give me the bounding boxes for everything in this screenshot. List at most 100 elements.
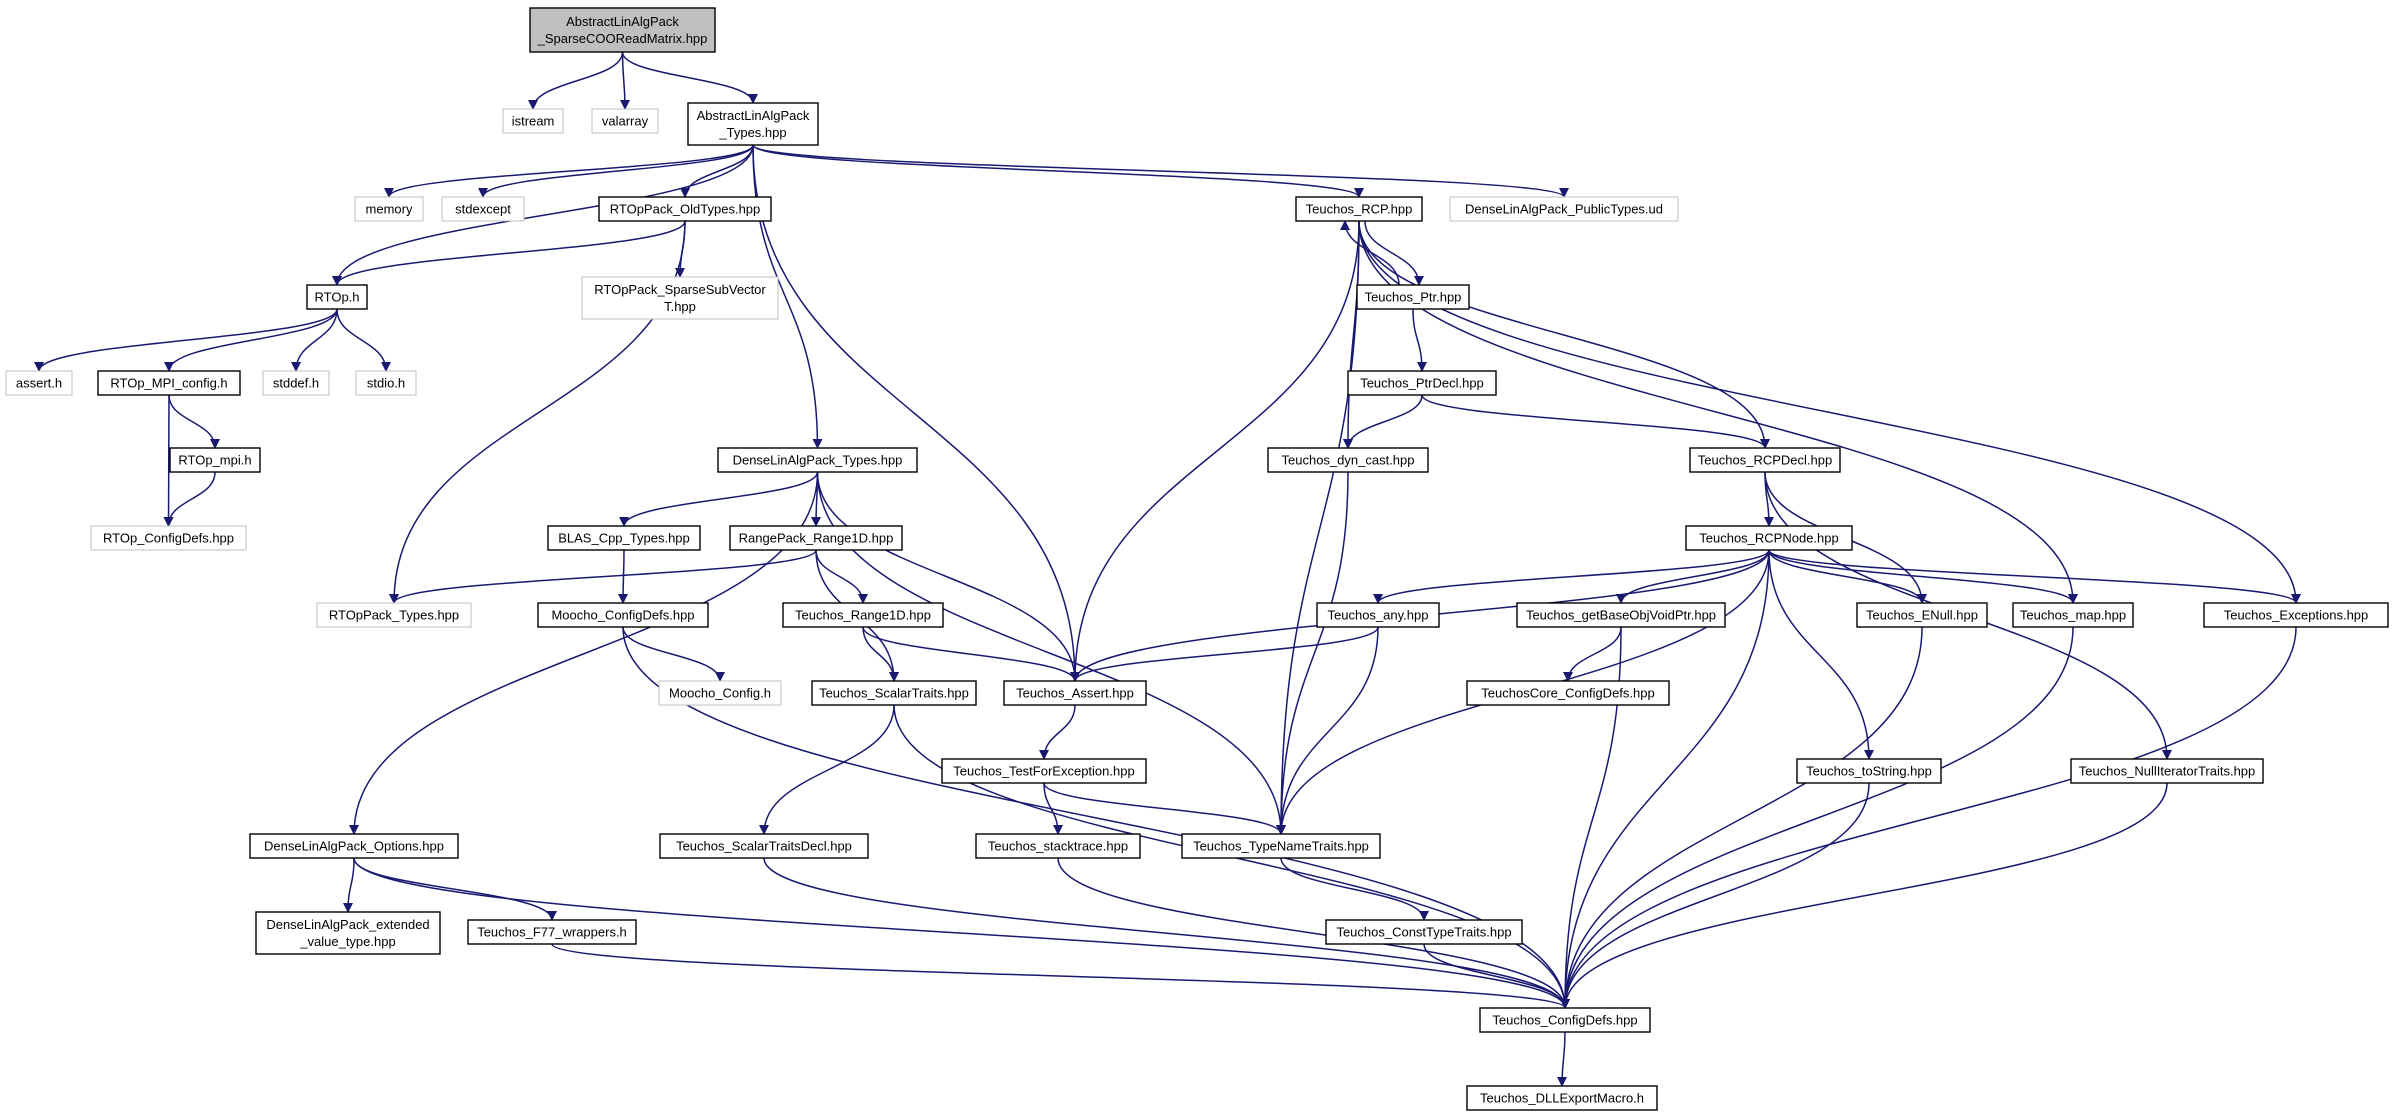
node-dlap_types[interactable]: DenseLinAlgPack_Types.hpp	[717, 447, 918, 473]
node-teuchos_any[interactable]: Teuchos_any.hpp	[1316, 602, 1440, 628]
node-teuchos_typenametraits[interactable]: Teuchos_TypeNameTraits.hpp	[1181, 833, 1381, 859]
node-rtoppack_types[interactable]: RTOpPack_Types.hpp	[316, 602, 472, 628]
node-moocho_configdefs[interactable]: Moocho_ConfigDefs.hpp	[537, 602, 709, 628]
node-rtoppack_oldtypes[interactable]: RTOpPack_OldTypes.hpp	[598, 196, 772, 222]
node-dlap_extended[interactable]: DenseLinAlgPack_extended_value_type.hpp	[255, 911, 441, 955]
node-box	[598, 196, 772, 222]
node-box	[658, 680, 782, 706]
edge-teuchos_rcpnode-to-teuchos_exceptions	[1768, 549, 2301, 604]
node-label: AbstractLinAlgPack	[697, 108, 810, 123]
node-label: Teuchos_ConstTypeTraits.hpp	[1336, 925, 1511, 940]
node-label: valarray	[602, 114, 649, 129]
edge-teuchos_rcpnode-to-teuchos_any	[1373, 549, 1770, 604]
node-rangepack_range1d[interactable]: RangePack_Range1D.hpp	[729, 525, 903, 551]
node-teuchos_ptrdecl[interactable]: Teuchos_PtrDecl.hpp	[1347, 370, 1497, 396]
node-box	[316, 602, 472, 628]
edge-teuchos_rcp-to-teuchos_ptr	[1364, 220, 1424, 286]
edge-teuchos_range1d-to-teuchos_assert	[862, 626, 1080, 682]
node-box	[1003, 680, 1147, 706]
node-teuchos_testforexception[interactable]: Teuchos_TestForException.hpp	[941, 758, 1147, 784]
node-label: Teuchos_ScalarTraitsDecl.hpp	[676, 839, 852, 854]
edge-teuchos_tostring-to-teuchos_configdefs	[1560, 782, 1870, 1009]
node-teuchos_nulliterator[interactable]: Teuchos_NullIteratorTraits.hpp	[2070, 758, 2264, 784]
node-label: Teuchos_RCPNode.hpp	[1699, 531, 1838, 546]
edge-teuchos_nulliterator-to-teuchos_configdefs	[1560, 782, 2168, 1009]
edge-dlap_types-to-blas_cpp_types	[619, 471, 819, 527]
node-teuchoscore_configdefs[interactable]: TeuchosCore_ConfigDefs.hpp	[1466, 680, 1670, 706]
node-assert_h[interactable]: assert.h	[5, 370, 73, 396]
edge-teuchos_exceptions-to-teuchos_configdefs	[1560, 626, 2297, 1009]
node-label: stdio.h	[367, 376, 405, 391]
node-teuchos_scalartraits[interactable]: Teuchos_ScalarTraits.hpp	[811, 680, 977, 706]
node-box	[811, 680, 977, 706]
node-teuchos_rcpnode[interactable]: Teuchos_RCPNode.hpp	[1685, 525, 1853, 551]
node-blas_cpp_types[interactable]: BLAS_Cpp_Types.hpp	[547, 525, 701, 551]
node-box	[354, 196, 424, 222]
node-teuchos_stacktrace[interactable]: Teuchos_stacktrace.hpp	[975, 833, 1141, 859]
node-box	[717, 447, 918, 473]
edge-alap_types-to-rtop_h	[332, 144, 754, 286]
node-teuchos_map[interactable]: Teuchos_map.hpp	[2012, 602, 2134, 628]
edge-teuchos_dyncast-to-teuchos_typenametraits	[1276, 471, 1349, 835]
node-rtop_mpi_config[interactable]: RTOp_MPI_config.h	[97, 370, 241, 396]
edge-alap_types-to-teuchos_assert	[752, 144, 1080, 682]
node-dlap_options[interactable]: DenseLinAlgPack_Options.hpp	[249, 833, 459, 859]
node-label: Teuchos_ScalarTraits.hpp	[819, 686, 969, 701]
edge-rangepack_range1d-to-rtoppack_types	[389, 549, 817, 604]
edge-teuchos_assert-to-teuchos_testforexception	[1039, 704, 1076, 760]
node-label: DenseLinAlgPack_extended	[266, 917, 429, 932]
node-alap_types[interactable]: AbstractLinAlgPack_Types.hpp	[687, 102, 819, 146]
edge-alap_types-to-teuchos_rcp	[752, 144, 1364, 198]
edge-root-to-istream	[528, 51, 624, 110]
node-stdexcept[interactable]: stdexcept	[441, 196, 525, 222]
node-rtop_configdefs[interactable]: RTOp_ConfigDefs.hpp	[90, 525, 247, 551]
edge-teuchos_any-to-teuchos_assert	[1070, 626, 1379, 682]
node-label: Teuchos_ConfigDefs.hpp	[1492, 1013, 1637, 1028]
node-valarray[interactable]: valarray	[591, 108, 659, 134]
edge-rtop_h-to-stdio_h	[336, 308, 391, 372]
node-teuchos_tostring[interactable]: Teuchos_toString.hpp	[1796, 758, 1942, 784]
node-teuchos_enull[interactable]: Teuchos_ENull.hpp	[1856, 602, 1988, 628]
node-dlap_publictypes[interactable]: DenseLinAlgPack_PublicTypes.ud	[1449, 196, 1679, 222]
edges	[34, 51, 2301, 1087]
node-box	[90, 525, 247, 551]
node-teuchos_exceptions[interactable]: Teuchos_Exceptions.hpp	[2203, 602, 2389, 628]
node-teuchos_configdefs[interactable]: Teuchos_ConfigDefs.hpp	[1479, 1007, 1651, 1033]
node-teuchos_f77[interactable]: Teuchos_F77_wrappers.h	[467, 919, 637, 945]
node-teuchos_ptr[interactable]: Teuchos_Ptr.hpp	[1356, 284, 1470, 310]
edge-root-to-alap_types	[621, 51, 758, 104]
node-root[interactable]: AbstractLinAlgPack_SparseCOOReadMatrix.h…	[529, 7, 716, 53]
node-istream[interactable]: istream	[502, 108, 564, 134]
node-teuchos_scalartraitsdecl[interactable]: Teuchos_ScalarTraitsDecl.hpp	[659, 833, 869, 859]
node-teuchos_dllexport[interactable]: Teuchos_DLLExportMacro.h	[1466, 1085, 1658, 1111]
node-teuchos_dyncast[interactable]: Teuchos_dyn_cast.hpp	[1267, 447, 1429, 473]
edge-alap_types-to-memory	[384, 144, 754, 198]
node-box	[1316, 602, 1440, 628]
node-rtop_h[interactable]: RTOp.h	[306, 284, 368, 310]
node-label: RTOp.h	[314, 290, 359, 305]
node-teuchos_rcpdecl[interactable]: Teuchos_RCPDecl.hpp	[1689, 447, 1841, 473]
node-memory[interactable]: memory	[354, 196, 424, 222]
node-teuchos_rcp[interactable]: Teuchos_RCP.hpp	[1295, 196, 1423, 222]
node-label: TeuchosCore_ConfigDefs.hpp	[1481, 686, 1654, 701]
edge-teuchos_ptr-to-teuchos_ptrdecl	[1412, 308, 1427, 372]
node-label: Teuchos_Exceptions.hpp	[2224, 608, 2369, 623]
node-label: Teuchos_RCPDecl.hpp	[1698, 453, 1832, 468]
node-label: Teuchos_getBaseObjVoidPtr.hpp	[1526, 608, 1716, 623]
node-rtop_mpi[interactable]: RTOp_mpi.h	[169, 447, 261, 473]
node-teuchos_getbaseobj[interactable]: Teuchos_getBaseObjVoidPtr.hpp	[1516, 602, 1726, 628]
node-box	[355, 370, 417, 396]
node-box	[1347, 370, 1497, 396]
node-stdio_h[interactable]: stdio.h	[355, 370, 417, 396]
node-stddef_h[interactable]: stddef.h	[262, 370, 330, 396]
edge-teuchos_rcpnode-to-teuchos_enull	[1768, 549, 1927, 604]
node-label: T.hpp	[664, 299, 696, 314]
node-teuchos_consttypetraits[interactable]: Teuchos_ConstTypeTraits.hpp	[1325, 919, 1523, 945]
node-moocho_config[interactable]: Moocho_Config.h	[658, 680, 782, 706]
node-teuchos_range1d[interactable]: Teuchos_Range1D.hpp	[782, 602, 944, 628]
edge-teuchos_stacktrace-to-teuchos_configdefs	[1057, 857, 1570, 1009]
node-label: BLAS_Cpp_Types.hpp	[558, 531, 690, 546]
edge-teuchos_rcp-to-teuchos_rcpdecl	[1358, 220, 1770, 449]
node-teuchos_assert[interactable]: Teuchos_Assert.hpp	[1003, 680, 1147, 706]
